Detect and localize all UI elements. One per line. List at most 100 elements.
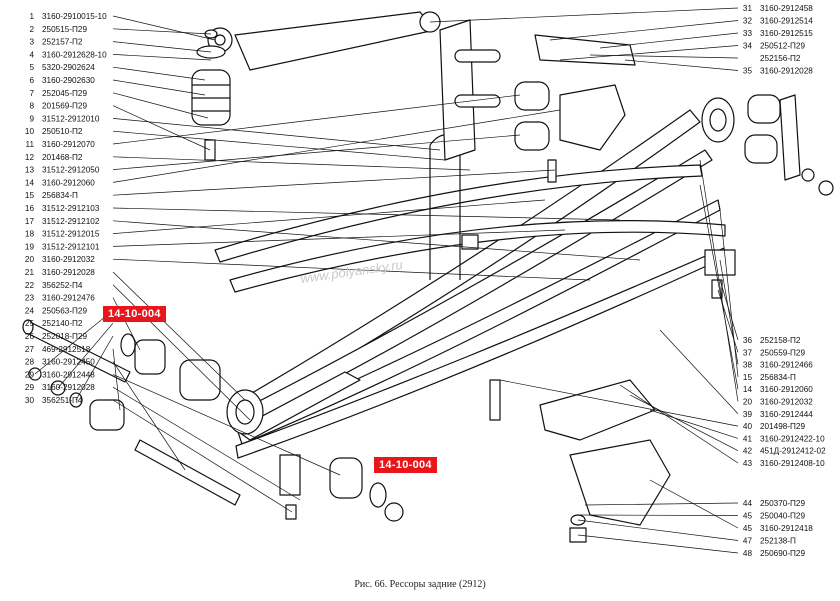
- part-code-right: 451Д-2912412-02: [760, 447, 826, 456]
- leader-line: [112, 105, 211, 151]
- leader-line: [649, 479, 739, 529]
- spring-seat-upper: [539, 379, 656, 441]
- part-number-left: 27: [25, 345, 35, 354]
- leader-line: [719, 209, 739, 377]
- nut-bottom: [384, 502, 404, 522]
- part-number-right: 40: [743, 422, 753, 431]
- part-number-right: 31: [743, 4, 753, 13]
- part-code-left: 201468-П2: [42, 153, 83, 162]
- part-number-right: 38: [743, 361, 753, 370]
- part-code-right: 250370-П29: [760, 499, 805, 508]
- part-code-left: 3160-2912070: [42, 140, 95, 149]
- leader-line: [659, 329, 739, 415]
- part-number-left: 26: [25, 332, 35, 341]
- leader-line: [429, 7, 739, 23]
- part-number-left: 20: [25, 255, 35, 264]
- leader-line: [34, 310, 114, 375]
- part-code-right: 3160-2912028: [760, 67, 813, 76]
- leader-line: [559, 45, 739, 61]
- part-code-left: 3160-2910015-10: [42, 12, 107, 21]
- part-number-left: 22: [25, 281, 35, 290]
- leader-line: [112, 229, 566, 247]
- part-number-left: 30: [25, 396, 35, 405]
- part-number-left: 13: [25, 166, 35, 175]
- mount-bracket-top: [534, 34, 636, 66]
- part-number-left: 14: [25, 178, 35, 187]
- leader-line: [112, 92, 209, 119]
- part-code-right: 250559-П29: [760, 348, 805, 357]
- leader-line: [112, 15, 216, 41]
- leader-line: [112, 94, 521, 145]
- part-number-left: 2: [29, 25, 34, 34]
- leader-line: [75, 335, 114, 401]
- sleeve-left: [89, 399, 125, 431]
- leader-line: [584, 502, 739, 506]
- part-number-right: 20: [743, 398, 753, 407]
- part-code-right: 252158-П2: [760, 336, 801, 345]
- part-code-left: 256834-П: [42, 191, 78, 200]
- washer-left: [120, 333, 136, 357]
- part-number-right: 43: [743, 459, 753, 468]
- leader-line: [599, 32, 739, 49]
- part-code-right: 3160-2912032: [760, 398, 813, 407]
- leader-line: [112, 66, 206, 81]
- part-number-right: 39: [743, 410, 753, 419]
- leader-line: [112, 109, 561, 183]
- part-number-left: 23: [25, 294, 35, 303]
- bolt-left: [134, 439, 241, 506]
- part-number-left: 28: [25, 358, 35, 367]
- leader-line: [624, 59, 739, 71]
- part-number-left: 10: [25, 127, 35, 136]
- leader-line: [629, 394, 739, 452]
- saddle-block: [559, 84, 626, 151]
- leader-line: [112, 386, 301, 501]
- part-number-right: 42: [743, 447, 753, 456]
- part-badge-left: 14-10-004: [103, 306, 166, 322]
- part-number-left: 12: [25, 153, 35, 162]
- part-number-right: 14: [743, 385, 753, 394]
- part-code-left: 250515-П29: [42, 25, 87, 34]
- part-number-right: 15: [743, 373, 753, 382]
- part-number-right: 35: [743, 67, 753, 76]
- washer-bottom: [369, 482, 387, 508]
- part-code-left: 31512-2912101: [42, 242, 100, 251]
- part-code-left: 250563-П29: [42, 306, 87, 315]
- part-code-left: 3160-2912628-10: [42, 50, 107, 59]
- part-code-left: 252140-П2: [42, 319, 83, 328]
- part-code-left: 3160-2912450: [42, 358, 95, 367]
- part-number-left: 24: [25, 306, 35, 315]
- leader-line: [112, 118, 441, 151]
- leader-line: [579, 514, 739, 516]
- part-number-left: 3: [29, 38, 34, 47]
- part-number-left: 17: [25, 217, 35, 226]
- bushing-right-1: [747, 94, 781, 124]
- leader-line: [112, 169, 556, 196]
- part-code-left: 31512-2912102: [42, 217, 100, 226]
- leader-line: [112, 41, 212, 53]
- bushing-left: [134, 339, 166, 375]
- part-number-left: 18: [25, 230, 35, 239]
- leaf-plate: [235, 371, 361, 441]
- part-code-right: 3160-2912466: [760, 361, 813, 370]
- bushing-top-2: [514, 121, 550, 151]
- leader-line: [699, 184, 739, 390]
- part-code-left: 31512-2912015: [42, 230, 100, 239]
- leader-line: [112, 220, 641, 261]
- part-number-left: 7: [29, 89, 34, 98]
- part-number-left: 1: [29, 12, 34, 21]
- leader-line: [719, 279, 739, 341]
- leader-line: [112, 134, 521, 170]
- leader-line: [112, 399, 293, 513]
- leader-line: [699, 159, 739, 402]
- part-code-right: 3160-2912444: [760, 410, 813, 419]
- part-code-right: 3160-2912060: [760, 385, 813, 394]
- shock-absorber-bracket: [234, 11, 436, 71]
- part-number-right: 36: [743, 336, 753, 345]
- leader-line: [499, 379, 739, 427]
- part-code-left: 3160-2912476: [42, 294, 95, 303]
- part-number-left: 16: [25, 204, 35, 213]
- part-code-left: 252018-П29: [42, 332, 87, 341]
- part-code-right: 250690-П29: [760, 549, 805, 558]
